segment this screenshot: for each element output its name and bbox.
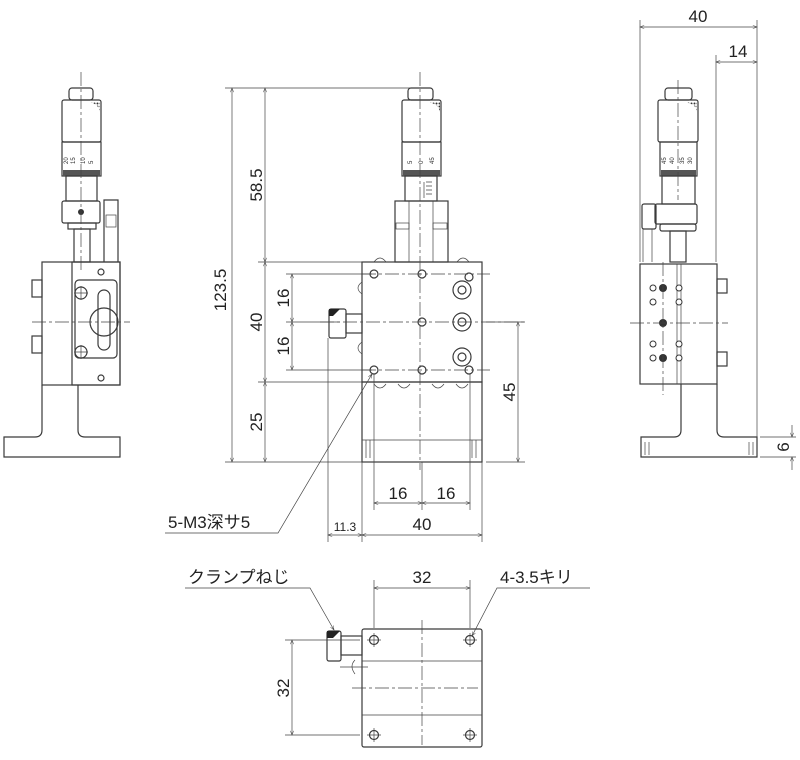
svg-text:40: 40: [670, 157, 676, 164]
svg-text:45: 45: [662, 157, 668, 164]
dim-side-width: 40: [689, 7, 708, 26]
dim-clamp-offset: 11.3: [334, 520, 357, 534]
svg-text:0: 0: [419, 160, 425, 164]
svg-text:30: 30: [688, 157, 694, 164]
front-dimensions: 45 16 16 11.3 40 5-M3深サ5: [165, 321, 525, 542]
front-view: 5 0 45: [320, 72, 525, 470]
svg-text:20: 20: [64, 157, 70, 164]
right-dimensions: 40 14 6: [639, 7, 796, 470]
micrometer-head-right: 45 40 35 30: [641, 87, 699, 263]
left-side-view: 20 15 10 5: [3, 72, 130, 458]
base-foot-side: [3, 385, 121, 458]
dim-hole-pitch-upper: 16: [274, 289, 293, 308]
right-side-view: 45 40 35 30: [630, 80, 758, 458]
dim-micrometer-height: 58.5: [247, 168, 266, 201]
dim-bottom-pitch-left: 16: [389, 484, 408, 503]
dim-side-offset: 14: [729, 42, 748, 61]
dim-total-height: 123.5: [211, 269, 230, 312]
svg-text:5: 5: [408, 160, 414, 164]
svg-text:35: 35: [680, 157, 686, 164]
micrometer-head-front: 5 0 45: [394, 87, 449, 263]
dim-body-height: 40: [247, 313, 266, 332]
stage-body-front: [320, 72, 525, 470]
dim-base-height: 25: [247, 413, 266, 432]
dim-bottom-pitch-right: 16: [437, 484, 456, 503]
counterbored-holes: [452, 280, 472, 367]
dim-base-thickness: 6: [774, 442, 793, 451]
micrometer-head: 20 15 10 5: [61, 87, 119, 263]
dim-hole-pitch-lower: 16: [274, 337, 293, 356]
stage-body-side: [31, 72, 130, 386]
dim-center-height: 45: [500, 383, 519, 402]
clamp-screw-front: [328, 308, 363, 339]
bottom-view: 32 32 クランプねじ 4-3.5キリ: [185, 568, 590, 748]
height-dimensions: 123.5 58.5 40 25 16 16: [211, 87, 420, 463]
clamp-screw-bottom: [326, 630, 368, 675]
dim-mount-pitch-y: 32: [274, 679, 293, 698]
label-through-holes: 4-3.5キリ: [500, 568, 573, 587]
label-clamp-screw: クランプねじ: [188, 568, 290, 587]
through-holes: [367, 633, 477, 742]
dim-body-width: 40: [413, 515, 432, 534]
svg-text:10: 10: [81, 157, 87, 164]
svg-text:5: 5: [89, 160, 95, 164]
stage-body-right: [630, 80, 758, 458]
dim-mount-pitch-x: 32: [413, 568, 432, 587]
svg-text:45: 45: [430, 157, 436, 164]
label-tapped-holes: 5-M3深サ5: [168, 513, 250, 532]
svg-text:15: 15: [71, 157, 77, 164]
